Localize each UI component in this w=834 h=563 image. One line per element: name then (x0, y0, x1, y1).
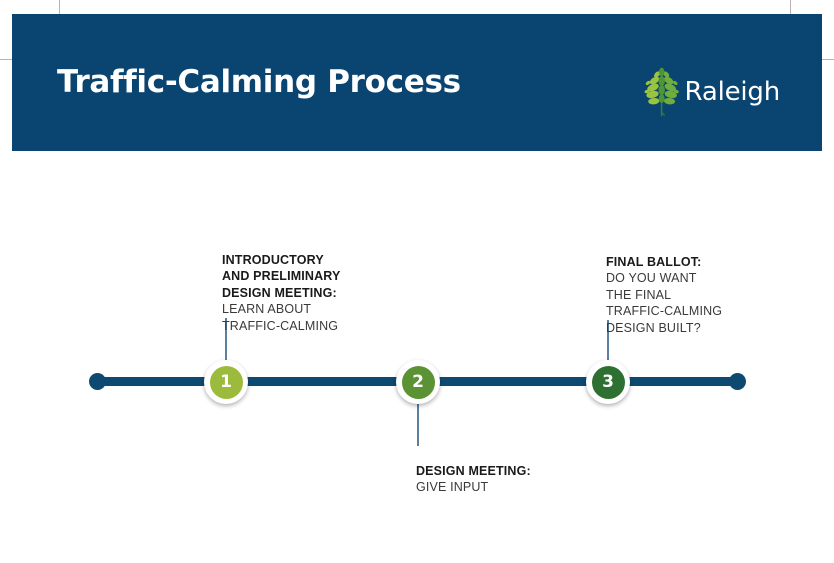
step-label-1: INTRODUCTORY AND PRELIMINARY DESIGN MEET… (222, 235, 382, 335)
crop-mark-right-horizontal (820, 59, 834, 60)
timeline-node-1-number: 1 (209, 365, 243, 399)
timeline-end-dot (729, 373, 746, 390)
timeline-node-2[interactable]: 2 (396, 360, 440, 404)
header-band: Traffic-Calming Process (12, 14, 822, 151)
step-label-3-body: DO YOU WANT THE FINAL TRAFFIC-CALMING DE… (606, 271, 723, 335)
step-label-3: FINAL BALLOT: DO YOU WANT THE FINAL TRAF… (606, 237, 766, 337)
crop-mark-left-horizontal (0, 59, 14, 60)
brand-name: Raleigh (684, 77, 781, 107)
timeline-node-3-number: 3 (591, 365, 625, 399)
step-label-2-lead: DESIGN MEETING: (416, 463, 531, 478)
crop-mark-top-right-vertical (790, 0, 791, 14)
connector-step-1 (225, 318, 227, 360)
step-label-1-lead: INTRODUCTORY AND PRELIMINARY DESIGN MEET… (222, 252, 341, 300)
timeline-node-1[interactable]: 1 (204, 360, 248, 404)
timeline-node-3[interactable]: 3 (586, 360, 630, 404)
step-label-1-body: LEARN ABOUT TRAFFIC-CALMING (222, 302, 339, 333)
step-label-3-lead: FINAL BALLOT: (606, 254, 702, 269)
connector-step-2 (417, 404, 419, 446)
page-title: Traffic-Calming Process (57, 64, 461, 100)
connector-step-3 (607, 320, 609, 360)
step-label-2: DESIGN MEETING: GIVE INPUT (416, 446, 616, 496)
step-label-2-body: GIVE INPUT (416, 480, 489, 495)
raleigh-oak-tree-icon (644, 67, 679, 116)
timeline-start-dot (89, 373, 106, 390)
timeline-node-2-number: 2 (401, 365, 435, 399)
brand-logo: Raleigh (642, 66, 780, 118)
crop-mark-top-left-vertical (59, 0, 60, 14)
